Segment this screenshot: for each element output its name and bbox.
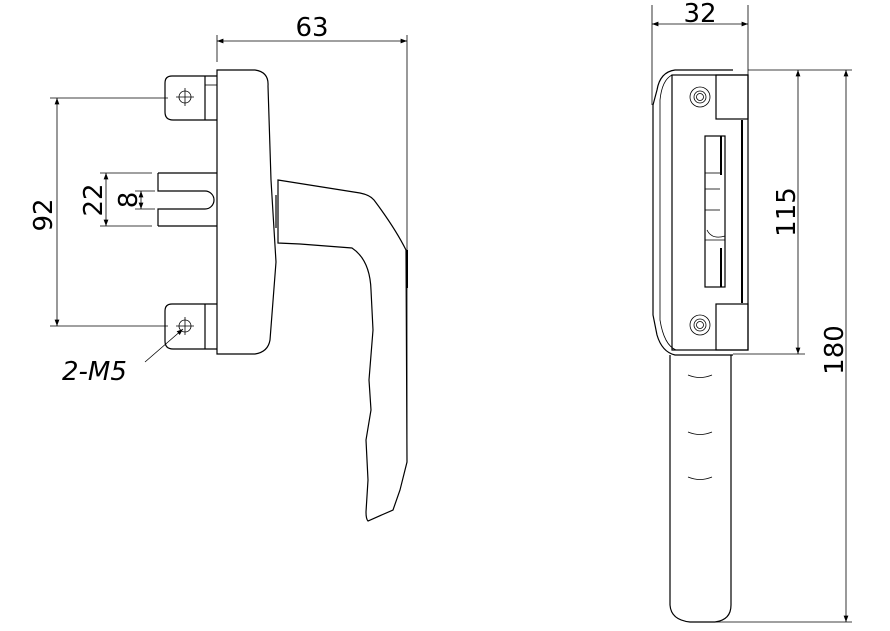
- dimension-63: 63: [216, 13, 408, 462]
- base-plate-front: [671, 74, 749, 351]
- spindle: [157, 172, 217, 227]
- dimension-8: 8: [114, 190, 155, 210]
- front-view: 32 115: [651, 0, 852, 623]
- dimension-92: 92: [29, 97, 168, 327]
- dim-label-22: 22: [79, 183, 109, 216]
- dim-label-180: 180: [820, 325, 850, 375]
- dim-label-115: 115: [772, 187, 802, 237]
- dimension-32: 32: [651, 0, 749, 105]
- side-view: 63 92: [29, 13, 408, 522]
- screw-label: 2-M5: [62, 357, 127, 387]
- top-block: [715, 74, 749, 120]
- screw-hole-icon: [176, 317, 194, 335]
- bottom-block: [715, 303, 749, 351]
- gear-slot: [704, 135, 726, 288]
- dim-label-32: 32: [683, 0, 716, 29]
- handle-lever: [277, 179, 408, 522]
- handle-grip: [669, 355, 732, 623]
- base-plate: [216, 69, 277, 355]
- screw-hole-icon: [176, 88, 194, 106]
- dim-label-63: 63: [295, 13, 328, 43]
- dim-label-92: 92: [29, 198, 59, 231]
- screw-head-icon: [689, 86, 711, 108]
- screw-head-icon: [689, 314, 711, 336]
- dimension-180: 180: [700, 70, 852, 623]
- top-mount-tab: [164, 75, 217, 121]
- housing-outline: [652, 69, 733, 356]
- dim-label-8: 8: [114, 192, 144, 209]
- dimension-115: 115: [733, 69, 852, 355]
- dimension-22: 22: [79, 172, 152, 227]
